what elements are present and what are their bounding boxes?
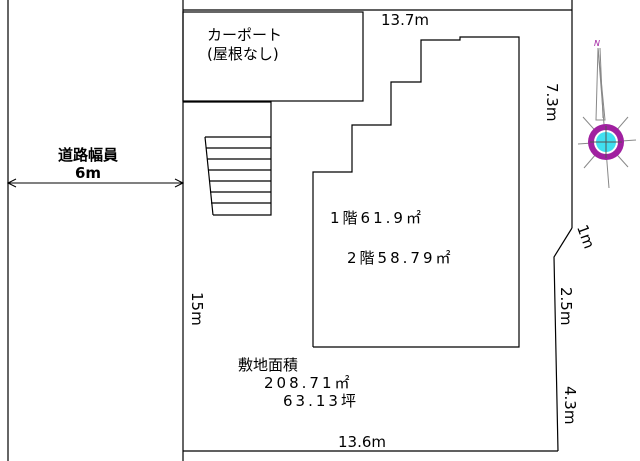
dimension-right-3: 2.5m [557, 287, 575, 326]
dimension-left: 15m [188, 292, 206, 326]
staircase [183, 101, 272, 216]
arrow-head-right [174, 178, 185, 188]
arrow-head-left [6, 178, 17, 188]
dimension-right-1: 7.3m [543, 83, 561, 122]
north-label: N [594, 39, 600, 48]
compass-rose [577, 47, 637, 189]
carport-area [182, 11, 364, 102]
building-outline [312, 36, 520, 348]
carport-label-line2: (屋根なし) [207, 45, 279, 63]
second-floor-area: 2階58.79㎡ [347, 249, 454, 267]
carport-label: カーポート (屋根なし) [207, 26, 282, 64]
first-floor-area: 1階61.9㎡ [330, 209, 424, 227]
site-area-tsubo: 63.13坪 [283, 392, 359, 410]
dimension-right-4: 4.3m [561, 386, 579, 425]
road-width-title: 道路幅員 [57, 146, 118, 164]
road-width-label: 道路幅員 6m [48, 146, 128, 182]
carport-label-line1: カーポート [207, 26, 283, 44]
lot-right-edge-lower [553, 227, 573, 452]
site-area-sqm: 208.71㎡ [264, 374, 353, 392]
dimension-bottom: 13.6m [338, 433, 387, 451]
road-width-value: 6m [74, 164, 102, 182]
site-area-block: 敷地面積 208.71㎡ 63.13坪 [238, 356, 359, 410]
dimension-top: 13.7m [381, 11, 430, 29]
site-area-label: 敷地面積 [238, 356, 299, 374]
